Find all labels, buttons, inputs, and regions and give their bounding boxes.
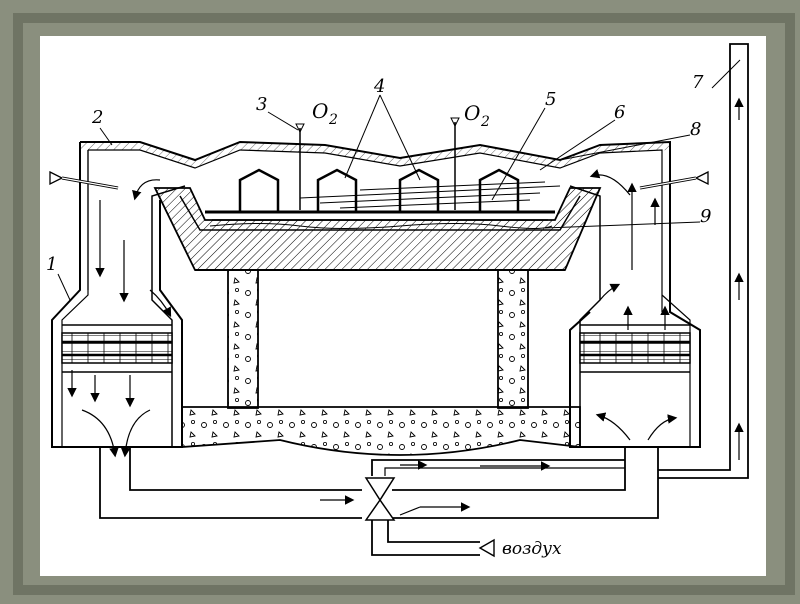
outer-shell-left	[51, 142, 183, 448]
slide-border	[13, 13, 795, 595]
charging-window-1	[238, 168, 280, 212]
burner-left	[49, 170, 119, 190]
flue-left-inner	[129, 447, 362, 491]
bath-wave	[209, 223, 553, 229]
flame-lines	[299, 181, 561, 209]
right-regen-inner-wall	[661, 294, 691, 447]
flue-right-inner	[392, 447, 626, 491]
charging-window-4	[478, 168, 520, 212]
label-8: 8	[690, 119, 701, 140]
label-7: 7	[692, 72, 704, 93]
label-3: 3	[256, 94, 267, 115]
charging-window-3	[398, 168, 440, 212]
left-regen-inner-wall	[61, 150, 89, 447]
air-inlet-marker	[478, 538, 495, 558]
support-pillar-left	[227, 269, 259, 409]
label-o2-right-sub: 2	[480, 114, 490, 130]
furnace-foundation	[181, 406, 581, 456]
air-duct-inner	[387, 520, 480, 543]
label-5: 5	[545, 89, 556, 110]
flue-to-stack-lower	[371, 459, 625, 476]
label-o2-left: O	[312, 99, 328, 123]
reversing-valve	[364, 477, 396, 521]
leader-lines	[57, 59, 741, 301]
oxygen-lance-right	[450, 117, 460, 210]
label-2: 2	[91, 107, 103, 128]
oxygen-lance-left	[295, 123, 305, 210]
flue-left-outer	[99, 447, 362, 519]
air-duct-outer	[371, 520, 480, 556]
label-o2-left-sub: 2	[328, 112, 338, 128]
label-air: воздух	[502, 539, 562, 559]
label-o2-right: O	[464, 101, 480, 125]
roof-hatching	[80, 142, 670, 168]
label-6: 6	[614, 102, 625, 123]
right-checker-bricks	[579, 332, 691, 364]
label-9: 9	[700, 206, 711, 227]
chimney-stack	[658, 43, 749, 479]
charging-window-2	[316, 168, 358, 212]
left-checker-bricks	[61, 332, 173, 364]
drawing-panel	[40, 36, 766, 576]
label-1: 1	[46, 254, 57, 275]
support-pillar-right	[497, 269, 529, 409]
hearth-inner-edge	[179, 195, 581, 231]
burner-right	[639, 170, 709, 190]
flow-arrows	[67, 97, 744, 516]
label-4: 4	[373, 76, 385, 97]
